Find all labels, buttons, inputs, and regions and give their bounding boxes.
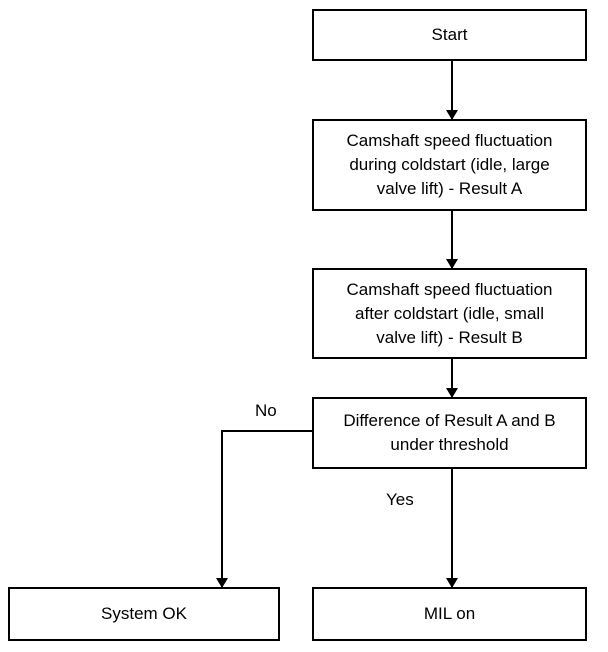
start-node: Start	[312, 9, 587, 61]
arrow-decision-to-system-ok	[216, 430, 312, 588]
decision-line-2: under threshold	[390, 435, 509, 454]
step-result-a-line-3: valve lift) - Result A	[376, 179, 523, 198]
edge-label-no: No	[255, 401, 277, 420]
start-node-label: Start	[431, 25, 468, 44]
decision-node: Difference of Result A and B under thres…	[312, 397, 587, 469]
step-result-b-line-3: valve lift) - Result B	[376, 327, 523, 347]
step-result-a-line-1: Camshaft speed fluctuation	[346, 131, 553, 150]
system-ok-node: System OK	[8, 587, 280, 641]
edge-label-yes: Yes	[386, 490, 414, 509]
step-result-a-line-2: during coldstart (idle, large	[349, 155, 550, 174]
decision-line-1: Difference of Result A and B	[343, 411, 556, 430]
mil-on-node: MIL on	[312, 587, 587, 641]
step-result-a-node: Camshaft speed fluctuation during coldst…	[312, 119, 587, 211]
system-ok-label: System OK	[101, 604, 187, 623]
step-result-b-line-2: after coldstart (idle, small	[355, 303, 544, 323]
step-result-b-node: Camshaft speed fluctuation after coldsta…	[312, 268, 587, 359]
mil-on-label: MIL on	[423, 604, 476, 623]
step-result-b-line-1: Camshaft speed fluctuation	[346, 279, 553, 299]
